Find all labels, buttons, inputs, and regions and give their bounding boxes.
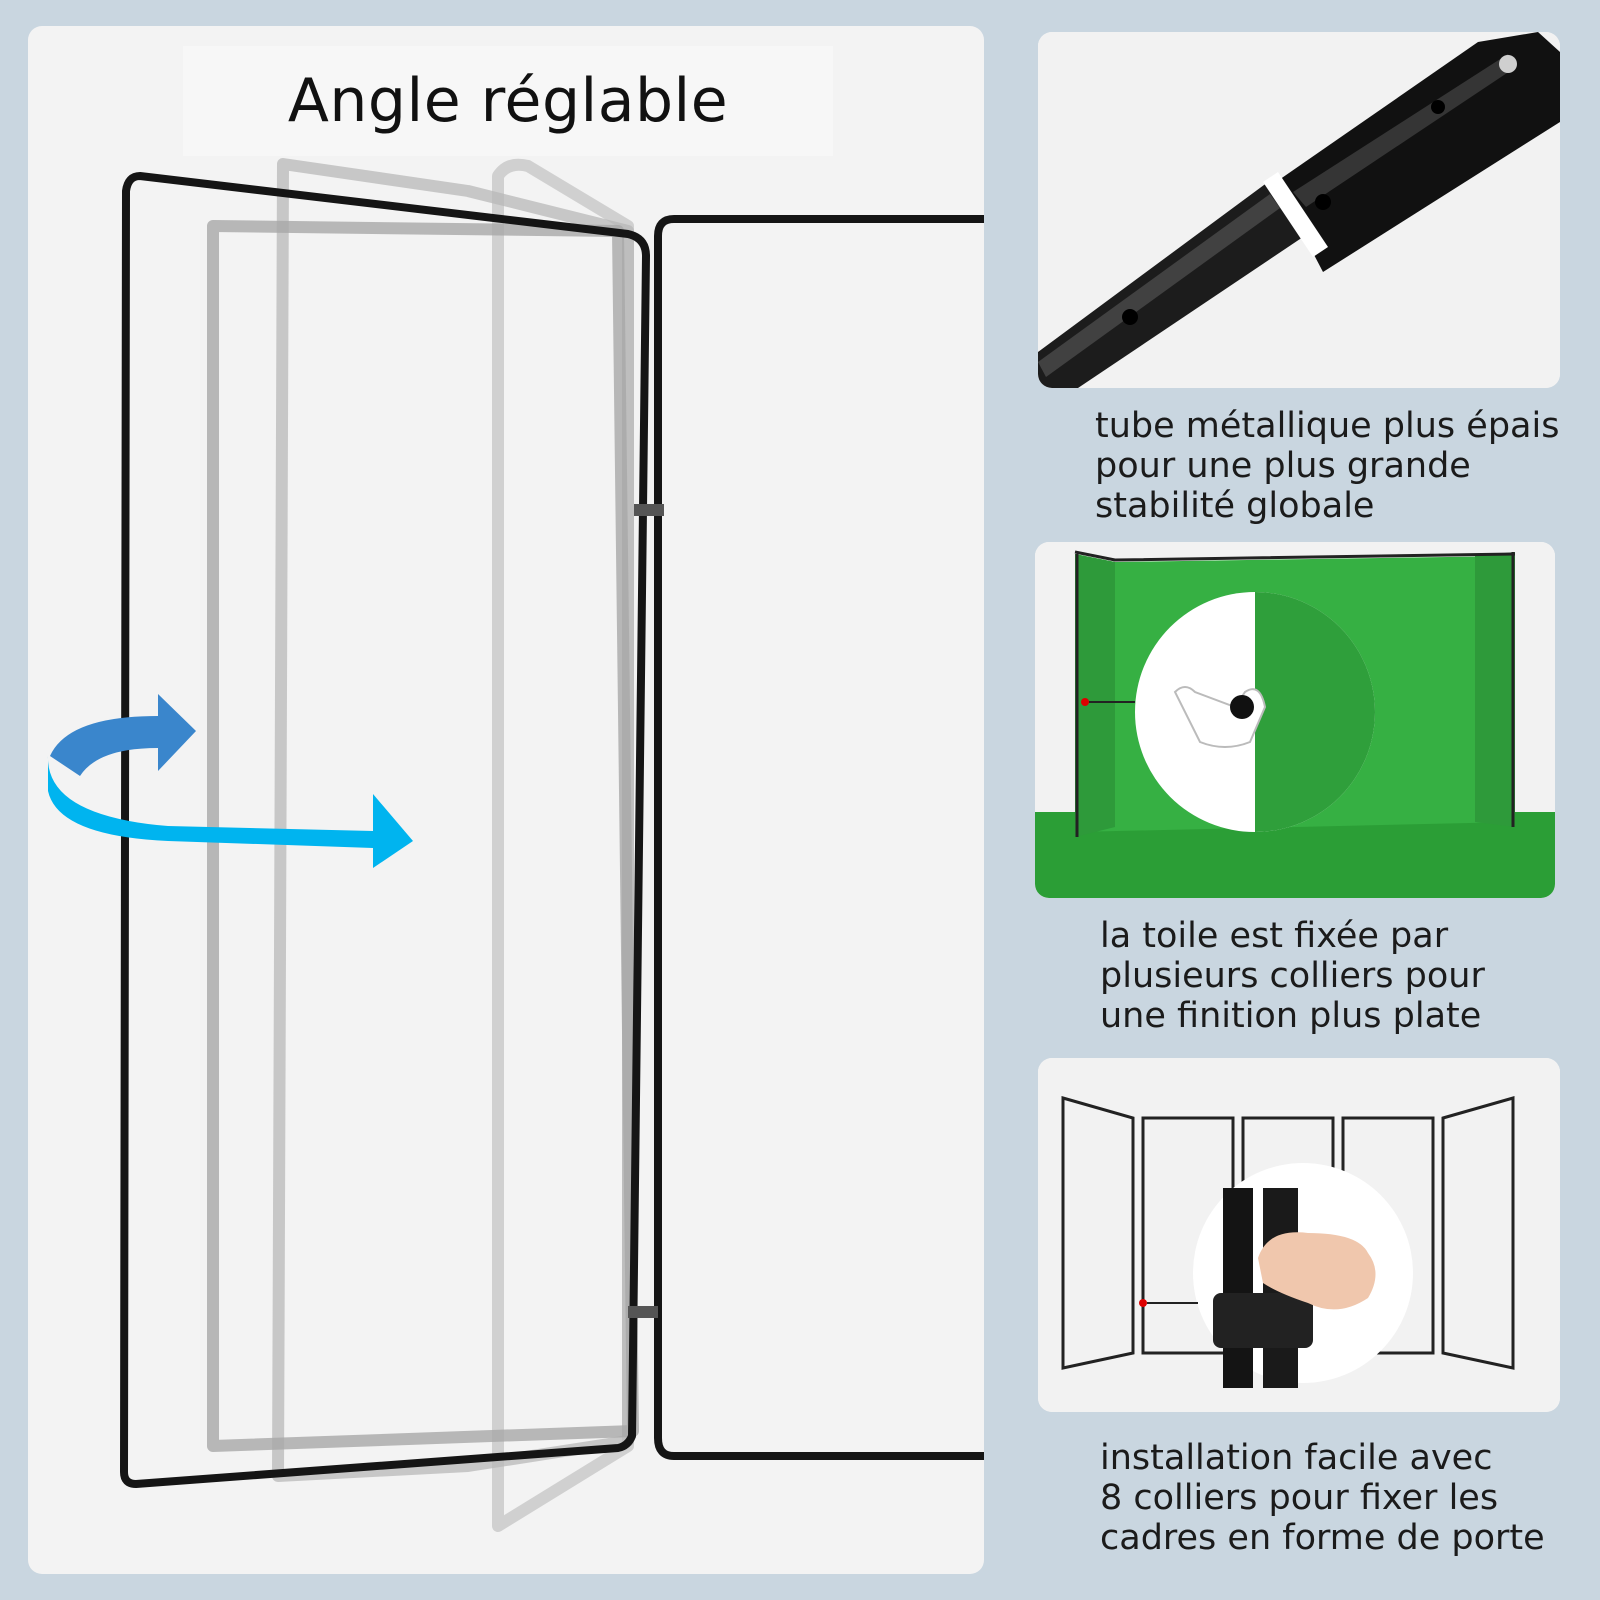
hinge-clamp-bottom [628, 1306, 658, 1318]
rotating-frame [120, 172, 650, 1488]
caption-tube: tube métallique plus épais pour une plus… [1095, 406, 1559, 526]
caption-line: pour une plus grande [1095, 446, 1471, 486]
rotating-frame-illustration [47, 158, 984, 1532]
frame-clamp-image [1038, 1058, 1560, 1412]
rotate-arrow-icon [47, 694, 413, 868]
ghost-frame-2 [272, 158, 634, 1482]
caption-frame-clamp: installation facile avec 8 colliers pour… [1100, 1438, 1545, 1558]
caption-line: 8 colliers pour fixer les [1100, 1478, 1499, 1518]
caption-line: tube métallique plus épais [1095, 406, 1560, 446]
caption-line: une finition plus plate [1100, 996, 1482, 1036]
tube-closeup-image [1038, 32, 1560, 388]
ghost-frame-3 [492, 158, 634, 1532]
page-title: Angle réglable [287, 66, 729, 136]
tube-thick-section [1276, 32, 1560, 272]
caption-line: cadres en forme de porte [1100, 1518, 1545, 1558]
hinge-clamp-top [634, 504, 664, 516]
fixed-frame [654, 215, 984, 1460]
caption-line: plusieurs colliers pour [1100, 956, 1485, 996]
caption-line: installation facile avec [1100, 1438, 1493, 1478]
caption-green-screen: la toile est fixée par plusieurs collier… [1100, 916, 1485, 1036]
caption-line: la toile est fixée par [1100, 916, 1449, 956]
main-panel: Angle réglable [28, 26, 984, 1574]
hand-icon [1258, 1232, 1376, 1310]
caption-line: stabilité globale [1095, 486, 1375, 526]
green-screen-image [1035, 542, 1555, 898]
title-box: Angle réglable [183, 46, 833, 156]
